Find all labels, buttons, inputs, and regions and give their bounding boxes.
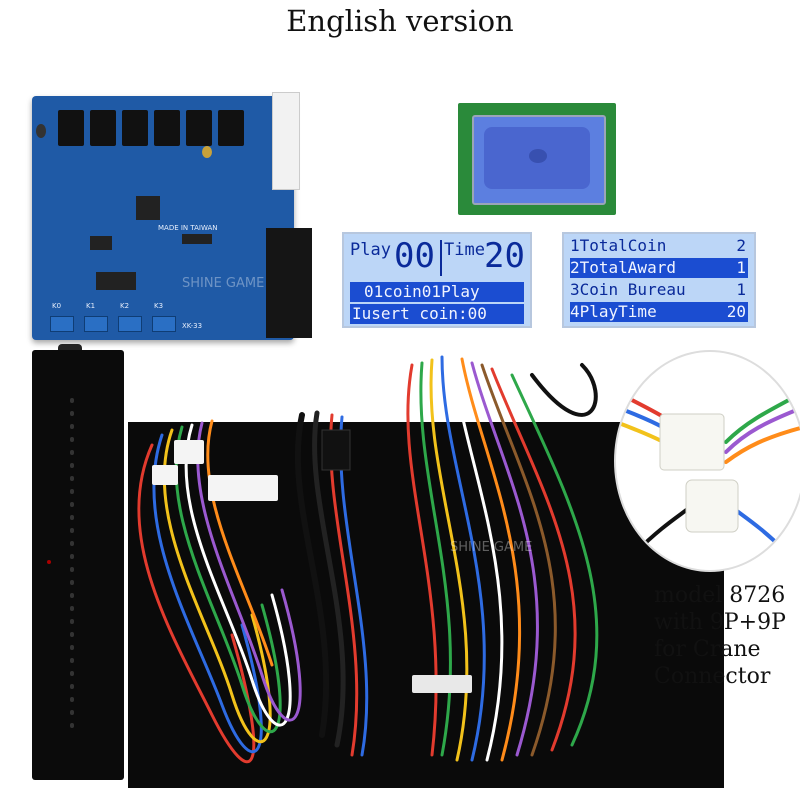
lcd-glass [472, 115, 606, 205]
button-label: K3 [154, 302, 164, 310]
connector [152, 465, 178, 485]
vent-hole [70, 437, 74, 442]
time-value: 20 [484, 236, 525, 276]
vent-hole [70, 632, 74, 637]
play-label: Play [350, 240, 391, 260]
vent-hole [70, 398, 74, 403]
button-label: K1 [86, 302, 96, 310]
relay [58, 110, 84, 146]
vent-hole [70, 411, 74, 416]
caption-line: for Crane [654, 637, 761, 662]
coin-play-row: 01coin01Play [350, 282, 524, 302]
pcb-button [118, 316, 142, 332]
vent-hole [70, 619, 74, 624]
wiring-harness-image [137, 353, 599, 764]
vent-hole [70, 424, 74, 429]
play-value: 00 [394, 236, 435, 276]
vent-hole [70, 476, 74, 481]
vent-hole [70, 606, 74, 611]
vent-hole [70, 710, 74, 715]
page-title: English version [286, 4, 514, 38]
vent-hole [70, 528, 74, 533]
vent-hole [70, 580, 74, 585]
pcb-board-image: MADE IN TAIWAN XK-33 SHINE GAME K0 K1 K2… [32, 92, 312, 340]
vent-hole [70, 645, 74, 650]
relay [186, 110, 212, 146]
button-label: K2 [120, 302, 130, 310]
relay [122, 110, 148, 146]
stat-row: 4PlayTime 20 [570, 302, 748, 322]
pcb-button [50, 316, 74, 332]
connector [412, 675, 472, 693]
insert-coin-row: Iusert coin:00 [350, 304, 524, 324]
chip [96, 272, 136, 290]
control-box-image [32, 350, 124, 780]
product-caption: model 8726 with 9P+9P for Crane Connecto… [654, 582, 786, 690]
vent-hole [70, 723, 74, 728]
caption-line: with 9P+9P [654, 610, 786, 635]
power-plug [321, 429, 351, 471]
play-time-row: Play 00 Time 20 [350, 236, 525, 278]
lcd-reflection [529, 149, 547, 163]
capacitor [202, 146, 212, 158]
chip [182, 234, 212, 244]
vent-hole [70, 463, 74, 468]
model-label: XK-33 [182, 322, 203, 330]
pcb-button [152, 316, 176, 332]
pcb-button [84, 316, 108, 332]
ribbon-header [266, 228, 312, 338]
vent-hole [70, 593, 74, 598]
connector [174, 440, 204, 464]
watermark: SHINE GAME [450, 540, 533, 555]
indicator-led [47, 560, 51, 564]
stat-row: 2TotalAward 1 [570, 258, 748, 278]
vent-hole [70, 502, 74, 507]
lcd-panel [484, 127, 590, 189]
relay [90, 110, 116, 146]
connector [208, 475, 278, 501]
stat-row: 1TotalCoin 2 [570, 236, 746, 255]
capacitor [36, 124, 46, 138]
vent-hole [70, 671, 74, 676]
relay [218, 110, 244, 146]
vent-hole [70, 489, 74, 494]
caption-line: model 8726 [654, 583, 786, 608]
made-in-label: MADE IN TAIWAN [158, 224, 218, 232]
button-label: K0 [52, 302, 62, 310]
vent-hole [70, 554, 74, 559]
chip [90, 236, 112, 250]
lcd-screen-play: Play 00 Time 20 01coin01Play Iusert coin… [342, 232, 532, 328]
vent-hole [70, 541, 74, 546]
relay [154, 110, 180, 146]
time-label: Time [444, 240, 485, 260]
caption-line: Connector [654, 664, 771, 689]
stat-row: 3Coin Bureau 1 [570, 280, 746, 299]
vent-hole [70, 515, 74, 520]
divider [440, 240, 442, 276]
vent-hole [70, 684, 74, 689]
vent-hole [70, 658, 74, 663]
power-connector [272, 92, 300, 190]
microcontroller-chip [136, 196, 160, 220]
watermark: SHINE GAME [182, 276, 265, 291]
lcd-module-image [458, 103, 616, 215]
connector-zoom-image [614, 350, 800, 572]
vent-hole [70, 450, 74, 455]
lcd-screen-stats: 1TotalCoin 2 2TotalAward 1 3Coin Bureau … [562, 232, 756, 328]
vent-hole [70, 567, 74, 572]
vent-hole [70, 697, 74, 702]
